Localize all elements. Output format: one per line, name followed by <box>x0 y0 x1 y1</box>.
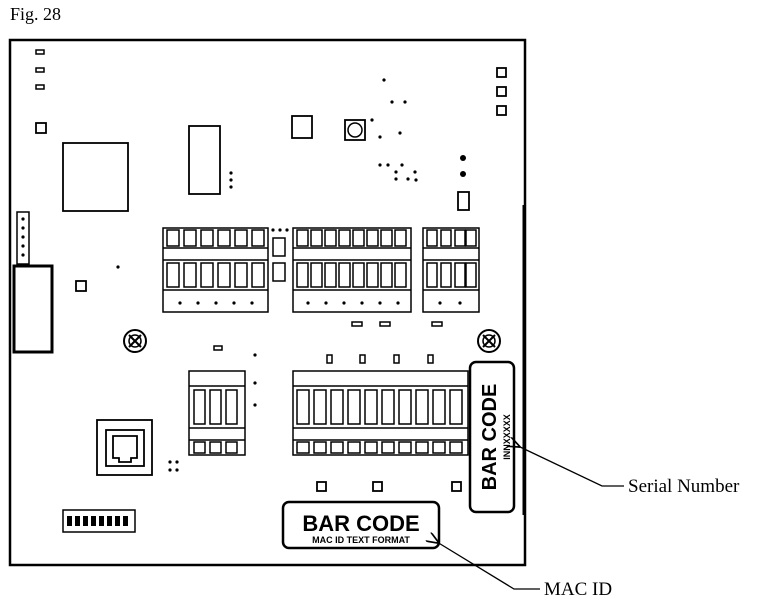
mounting-screw-right <box>477 329 501 353</box>
status-leds <box>35 49 45 90</box>
mac-id-label: MAC ID <box>544 579 612 600</box>
barcode-mac-label: BAR CODE MAC ID TEXT FORMAT <box>281 500 441 550</box>
terminal-block-2 <box>292 227 412 313</box>
dip-switch <box>62 509 136 533</box>
left-connector <box>12 264 54 354</box>
processor-chip <box>62 142 129 212</box>
push-button <box>344 119 366 141</box>
barcode-serial-title: BAR CODE <box>479 384 501 491</box>
barcode-mac-title: BAR CODE <box>302 511 419 536</box>
terminal-block-3 <box>422 227 480 313</box>
lower-pads <box>316 481 462 492</box>
small-rect-right <box>457 191 470 211</box>
serial-callout-line <box>518 446 624 487</box>
pad-left-mid <box>75 280 87 292</box>
component-dots-a <box>229 171 233 189</box>
terminal-block-5 <box>292 370 469 456</box>
middle-small-parts <box>272 237 286 282</box>
right-dots <box>460 155 466 177</box>
barcode-serial-label: BAR CODE INNXXXXX <box>468 360 516 514</box>
pin-header <box>16 211 30 265</box>
tall-component <box>188 125 221 195</box>
below-block-pads <box>213 321 443 351</box>
rj-jack <box>96 419 153 476</box>
mac-callout-line <box>437 542 540 590</box>
serial-number-label: Serial Number <box>628 476 740 497</box>
square-component <box>291 115 313 139</box>
board-vias <box>116 78 418 472</box>
small-pad <box>35 122 47 134</box>
barcode-mac-subtitle: MAC ID TEXT FORMAT <box>312 535 410 545</box>
terminal-block-4 <box>188 370 246 456</box>
right-pads <box>496 67 507 116</box>
figure-title: Fig. 28 <box>10 4 62 24</box>
middle-dots <box>271 228 289 232</box>
barcode-serial-subtitle: INNXXXXX <box>502 414 512 460</box>
mounting-screw-left <box>123 329 147 353</box>
block5-top-pads <box>326 354 434 364</box>
terminal-block-1 <box>162 227 269 313</box>
